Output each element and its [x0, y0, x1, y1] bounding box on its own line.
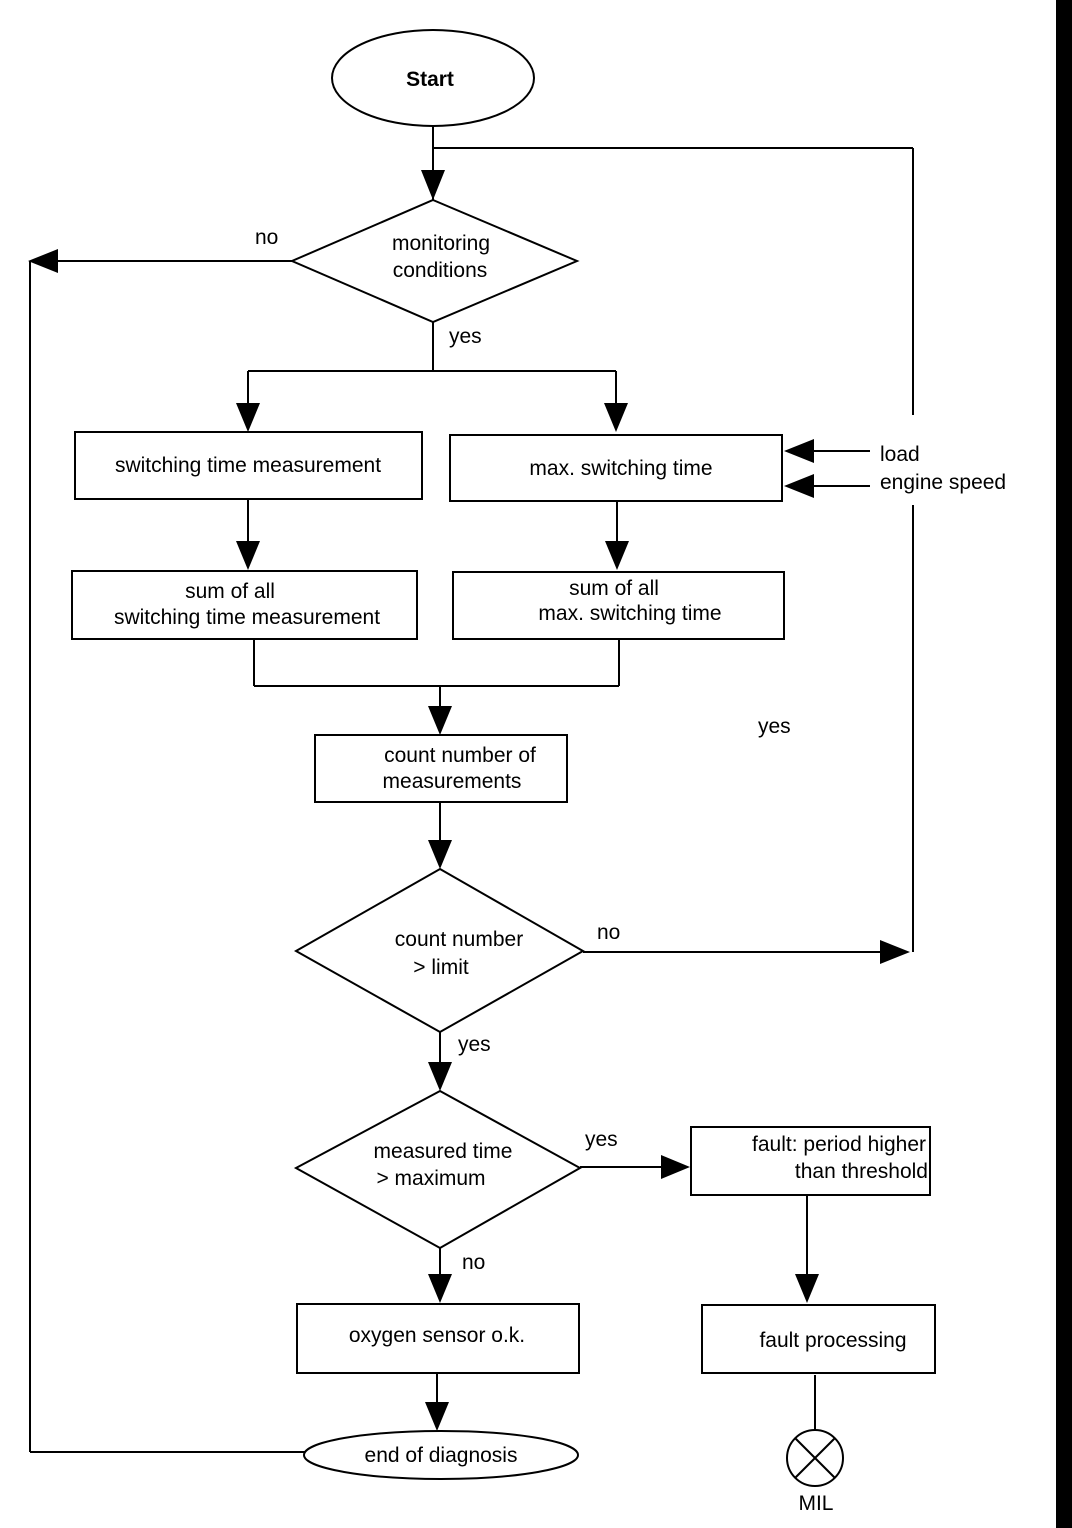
arrow-into-switching: [236, 403, 260, 432]
measured-no-label: no: [462, 1251, 485, 1274]
count-no-label: no: [597, 921, 620, 944]
sum-switching-label-2: switching time measurement: [114, 606, 380, 629]
sum-max-label-1: sum of all: [569, 577, 659, 600]
arrowheads: [28, 170, 910, 1431]
count-limit-label-2: > limit: [413, 956, 469, 979]
start-label: Start: [406, 68, 454, 91]
count-limit-label-1: count number: [395, 928, 523, 951]
end-node: [303, 1430, 579, 1480]
engine-speed-input-label: engine speed: [880, 471, 1006, 494]
loop-yes-label: yes: [758, 715, 791, 738]
arrow-into-count-box: [428, 706, 452, 735]
arrow-into-max-switching: [604, 403, 628, 432]
measured-max-label-1: measured time: [374, 1140, 513, 1163]
count-limit-diamond: [293, 867, 586, 1034]
end-label: end of diagnosis: [365, 1444, 518, 1467]
arrow-into-sum-switching: [236, 541, 260, 570]
connectors: [29, 126, 914, 1453]
sum-max-label-2: max. switching time: [538, 602, 721, 625]
sum-max-box: [452, 571, 785, 640]
load-input-label: load: [880, 443, 920, 466]
arrow-into-measured: [428, 1062, 452, 1091]
arrow-monitor-no-left: [28, 249, 58, 273]
arrow-into-count-diamond: [428, 840, 452, 869]
arrow-into-fault: [661, 1155, 690, 1179]
fault-label-2: than threshold: [795, 1160, 928, 1183]
switching-time-label: switching time measurement: [115, 454, 381, 477]
measured-max-diamond: [293, 1089, 583, 1250]
start-node: [331, 29, 535, 127]
monitor-yes-label: yes: [449, 325, 482, 348]
arrow-into-monitoring: [421, 170, 445, 200]
mil-lamp-icon: [786, 1429, 844, 1487]
monitor-no-label: no: [255, 226, 278, 249]
count-measurements-label-1: count number of: [384, 744, 536, 767]
mil-label: MIL: [798, 1492, 833, 1515]
arrow-engine-speed-input: [784, 474, 814, 498]
sum-switching-box: [71, 570, 418, 640]
measured-max-label-2: > maximum: [376, 1167, 485, 1190]
measured-yes-label: yes: [585, 1128, 618, 1151]
arrow-into-fault-processing: [795, 1274, 819, 1303]
fault-processing-box: [701, 1304, 936, 1374]
fault-label-1: fault: period higher: [752, 1133, 926, 1156]
fault-processing-label: fault processing: [759, 1329, 906, 1352]
count-measurements-box: [314, 734, 568, 803]
arrow-load-input: [784, 439, 814, 463]
edge-bar: [1056, 0, 1072, 1528]
arrow-into-end: [425, 1402, 449, 1431]
switching-time-box: [74, 431, 423, 500]
arrow-count-no-right: [880, 940, 910, 964]
max-switching-box: [449, 434, 783, 502]
max-switching-label: max. switching time: [529, 457, 712, 480]
oxygen-ok-label: oxygen sensor o.k.: [349, 1324, 525, 1347]
monitoring-diamond: [289, 198, 580, 324]
count-yes-label: yes: [458, 1033, 491, 1056]
sum-switching-label-1: sum of all: [185, 580, 275, 603]
oxygen-ok-box: [296, 1303, 580, 1374]
monitoring-label-1: monitoring: [392, 232, 490, 255]
arrow-into-oxygen: [428, 1274, 452, 1303]
count-measurements-label-2: measurements: [383, 770, 522, 793]
monitoring-label-2: conditions: [393, 259, 488, 282]
fault-box: [690, 1126, 931, 1196]
arrow-into-sum-max: [605, 541, 629, 570]
